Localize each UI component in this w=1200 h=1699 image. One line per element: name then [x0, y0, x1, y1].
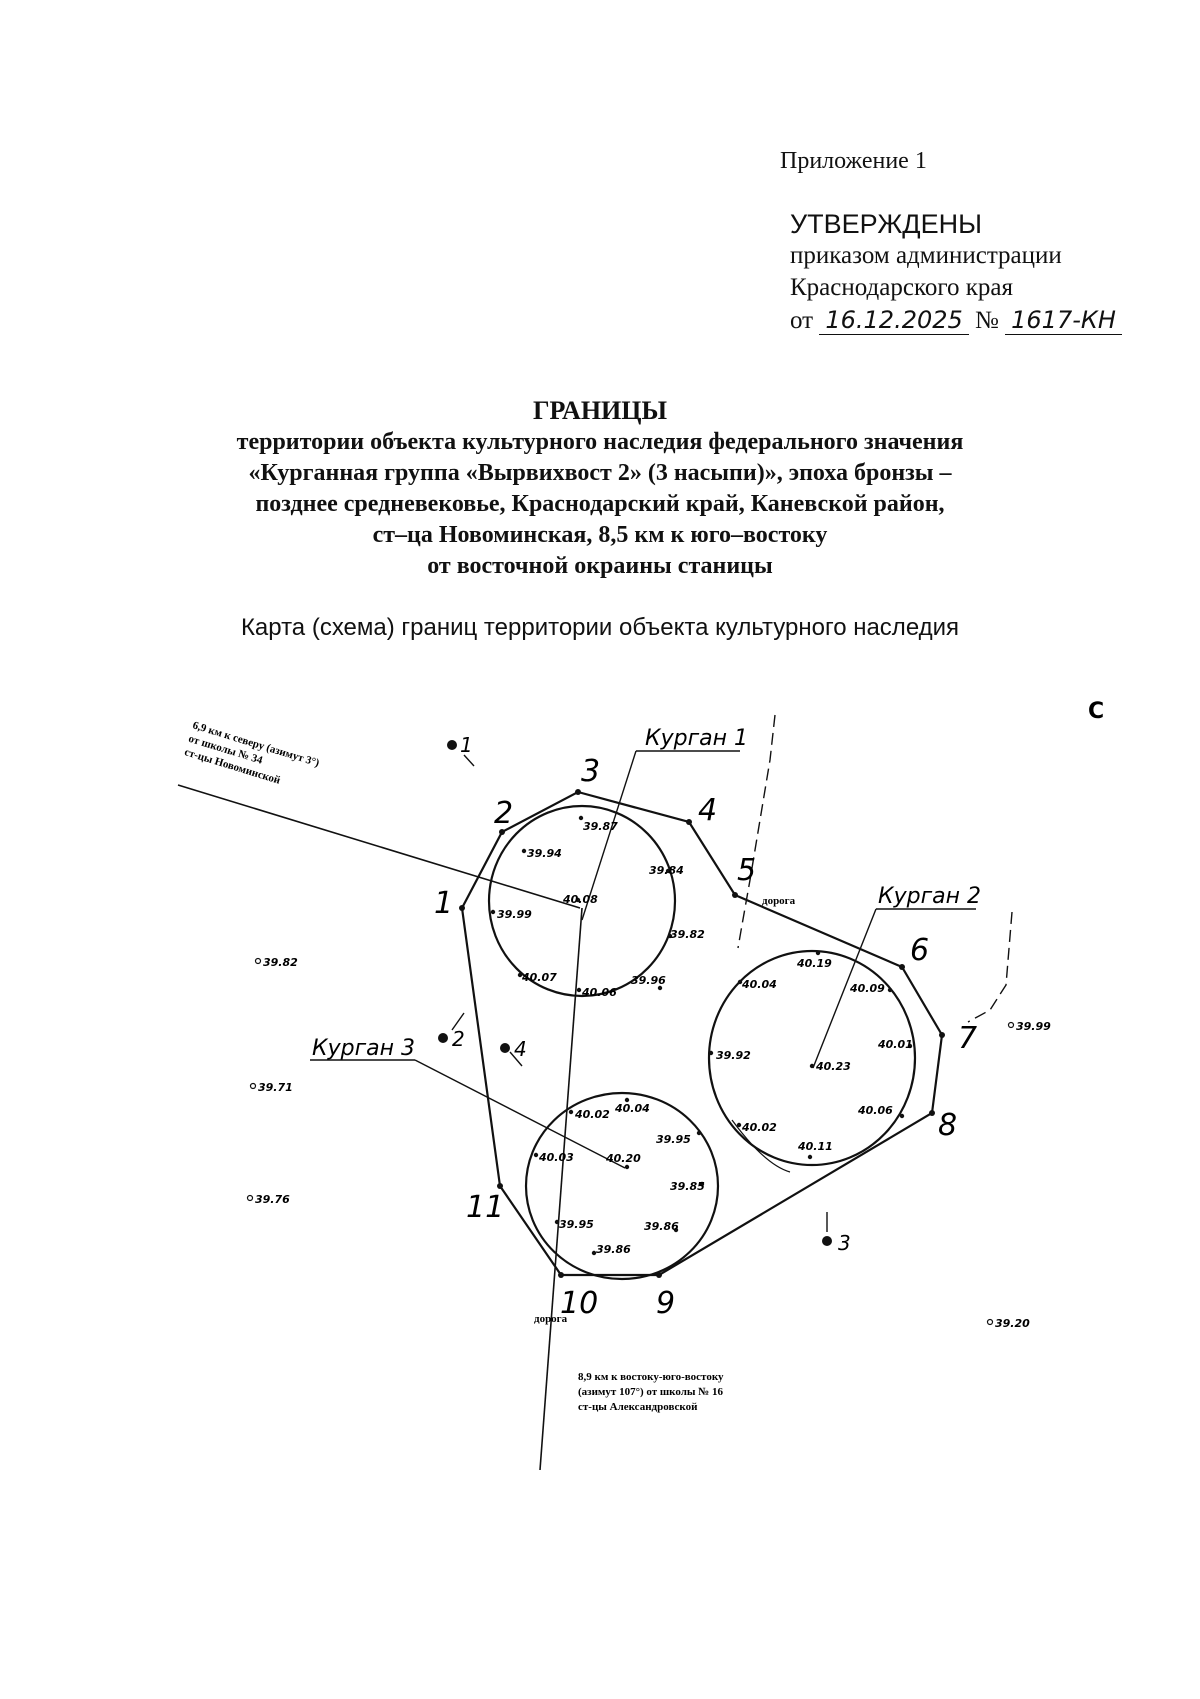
benchmark-label-4: 4 — [514, 1037, 527, 1061]
approved-title: УТВЕРЖДЕНЫ — [790, 209, 982, 239]
point-label-6: 6 — [910, 933, 929, 968]
elev-m3-top: 40.04 — [614, 1102, 650, 1115]
mound-2-outline — [707, 949, 917, 1167]
title-line-3: позднее средневековье, Краснодарский кра… — [255, 491, 945, 517]
territory-boundary — [460, 790, 944, 1277]
elev-out-e2: 39.20 — [995, 1317, 1030, 1330]
elev-m1-ne: 39.84 — [649, 864, 684, 877]
elev-out-w2: 39.71 — [258, 1081, 293, 1094]
elev-m1-nw: 39.94 — [527, 847, 562, 860]
elev-m1-s: 40.06 — [581, 986, 617, 999]
elev-m1-sw: 40.07 — [521, 971, 557, 984]
elev-m3-se: 39.86 — [644, 1220, 679, 1233]
mound-1-leader — [581, 750, 637, 921]
benchmark-1: 1 — [447, 733, 475, 767]
approval-date: 16.12.2025 — [819, 306, 969, 335]
road-dashed-north — [737, 714, 776, 949]
elevation-marks: 39.87 39.94 39.84 39.99 40.08 39.82 40.0… — [246, 815, 1051, 1330]
elev-m3-w: 40.03 — [538, 1151, 574, 1164]
title-line-2: «Курганная группа «Вырвихвост 2» (3 насы… — [248, 460, 952, 486]
map-subtitle: Карта (схема) границ территории объекта … — [240, 614, 960, 641]
reference-line-s — [539, 907, 583, 1471]
mound-3-outline — [524, 1091, 720, 1281]
elev-m1-c: 40.08 — [562, 893, 598, 906]
title-line-4: ст–ца Новоминская, 8,5 км к юго–востоку — [372, 522, 828, 548]
elev-m3-sw: 39.95 — [559, 1218, 594, 1231]
road-label-bottom: дорога — [534, 1313, 568, 1325]
point-label-9: 9 — [656, 1286, 675, 1321]
elev-m2-top: 40.19 — [796, 957, 832, 970]
elev-m2-w: 39.92 — [716, 1049, 751, 1062]
note-nw: 6,9 км к северу (азимут 3°) от школы № 3… — [183, 719, 321, 787]
approval-block: УТВЕРЖДЕНЫ приказом администрации Красно… — [790, 208, 1122, 337]
approval-date-number: от 16.12.2025 № 1617-КН — [790, 304, 1122, 337]
elev-m1-w: 39.99 — [497, 908, 532, 921]
elev-m3-e: 39.85 — [670, 1180, 705, 1193]
benchmark-label-1: 1 — [460, 733, 473, 757]
point-label-10: 10 — [560, 1286, 598, 1321]
elev-m2-ne: 40.09 — [849, 982, 885, 995]
road-curve — [731, 1119, 791, 1173]
elev-m2-se: 40.06 — [857, 1104, 893, 1117]
elev-m1-top: 39.87 — [583, 820, 618, 833]
elev-m1-e: 39.82 — [670, 928, 705, 941]
mound-1-outline — [487, 804, 677, 998]
elev-m3-c: 40.20 — [605, 1152, 641, 1165]
approved-line-2: Краснодарского края — [790, 274, 1013, 301]
elev-m2-s: 40.11 — [797, 1140, 833, 1153]
elev-m2-e: 40.01 — [877, 1038, 913, 1051]
point-label-3: 3 — [581, 754, 600, 789]
title-line-5: от восточной окраины станицы — [427, 553, 773, 579]
elev-m2-nw: 40.04 — [741, 978, 777, 991]
mound-3-label: Курган 3 — [312, 1036, 415, 1061]
annex-label: Приложение 1 — [780, 148, 927, 174]
title-heading: ГРАНИЦЫ — [532, 396, 668, 425]
benchmark-4: 4 — [500, 1037, 527, 1067]
point-label-7: 7 — [958, 1021, 977, 1056]
mound-2-leader — [812, 908, 877, 1069]
road-label-top: дорога — [762, 895, 796, 907]
note-s-line-2: (азимут 107°) от школы № 16 — [578, 1386, 724, 1398]
elev-m3-s: 39.86 — [596, 1243, 631, 1256]
benchmark-3: 3 — [822, 1212, 851, 1255]
north-mark: С — [1088, 699, 1104, 724]
approval-number: 1617-КН — [1005, 306, 1122, 335]
road-dashed-east — [967, 911, 1013, 1023]
elev-m1-se: 39.96 — [631, 974, 666, 987]
point-label-5: 5 — [737, 853, 756, 888]
elev-out-w1: 39.82 — [263, 956, 298, 969]
point-label-11: 11 — [466, 1190, 504, 1225]
point-label-8: 8 — [938, 1108, 957, 1143]
boundary-vertices — [459, 789, 945, 1278]
title-line-1: территории объекта культурного наследия … — [236, 429, 964, 455]
point-label-2: 2 — [494, 796, 513, 831]
date-prefix: от — [790, 307, 814, 334]
mound-2-label: Курган 2 — [878, 884, 981, 909]
elev-m2-sw: 40.02 — [741, 1121, 777, 1134]
mound-1-label: Курган 1 — [645, 726, 748, 751]
mound-3-leader — [414, 1059, 626, 1169]
approved-line-1: приказом администрации — [790, 242, 1062, 269]
elev-m3-nw: 40.02 — [574, 1108, 610, 1121]
number-prefix: № — [975, 307, 999, 334]
reference-line-nw — [177, 784, 581, 909]
note-s-line-1: 8,9 км к востоку-юго-востоку — [578, 1371, 724, 1383]
point-label-4: 4 — [698, 793, 717, 828]
elev-out-e1: 39.99 — [1016, 1020, 1051, 1033]
elev-out-w3: 39.76 — [255, 1193, 290, 1206]
elev-m3-ne: 39.95 — [656, 1133, 691, 1146]
document-title: ГРАНИЦЫ территории объекта культурного н… — [150, 395, 1050, 582]
elev-m2-c: 40.23 — [815, 1060, 851, 1073]
benchmark-label-2: 2 — [452, 1027, 465, 1051]
note-s-line-3: ст-цы Александровской — [578, 1401, 698, 1413]
note-s: 8,9 км к востоку-юго-востоку (азимут 107… — [578, 1371, 724, 1413]
benchmark-2: 2 — [438, 1012, 465, 1051]
benchmark-label-3: 3 — [838, 1231, 851, 1255]
point-label-1: 1 — [434, 886, 453, 921]
